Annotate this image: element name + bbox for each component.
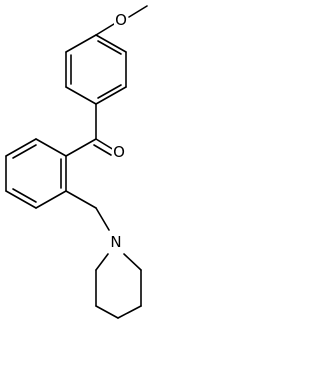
bond-ch2-nitrogen xyxy=(95,207,110,231)
bond-ring2-a xyxy=(35,138,67,157)
bond-ring2-e xyxy=(35,190,67,209)
bond-ring1-double-1 xyxy=(97,40,122,55)
carbonyl-oxygen-label-bg xyxy=(112,144,126,160)
bond-pip-bottom-left xyxy=(95,305,119,319)
piperidine-nitrogen-label-bg xyxy=(109,234,123,250)
bond-ring1-c xyxy=(95,86,127,105)
piperidine-nitrogen-label: N xyxy=(110,233,121,251)
bond-ring1-a xyxy=(95,34,127,53)
methoxy-oxygen-label-bg xyxy=(114,12,128,28)
carbonyl-oxygen-label: O xyxy=(113,143,125,161)
bond-ring2-double-2 xyxy=(12,188,37,203)
bond-ring1-f xyxy=(65,34,97,53)
bond-ring1-d xyxy=(65,86,97,105)
atom-labels: O O N xyxy=(109,11,128,251)
bond-ring2-d xyxy=(5,190,37,209)
bond-ring1-double-2 xyxy=(97,84,122,99)
bonds xyxy=(5,5,148,319)
molecule-drawing: O O N xyxy=(5,5,148,319)
bond-aryl-ch2 xyxy=(65,190,97,209)
structure-diagram: O O N xyxy=(0,0,152,388)
bond-ring2-double-1 xyxy=(12,144,37,159)
bond-pip-n-left xyxy=(95,253,109,271)
methoxy-oxygen-label: O xyxy=(115,11,127,29)
bond-carbonyl-double-inner xyxy=(93,144,112,156)
bond-pip-n-right xyxy=(123,253,142,271)
bond-carbonyl-double-outer xyxy=(95,138,115,151)
bond-oxygen-aryl xyxy=(95,23,115,36)
bond-methyl-oxygen xyxy=(128,5,148,18)
bond-carbonyl-aryl xyxy=(65,138,97,157)
bond-pip-bottom-right xyxy=(117,305,142,319)
bond-ring2-b xyxy=(5,138,37,157)
